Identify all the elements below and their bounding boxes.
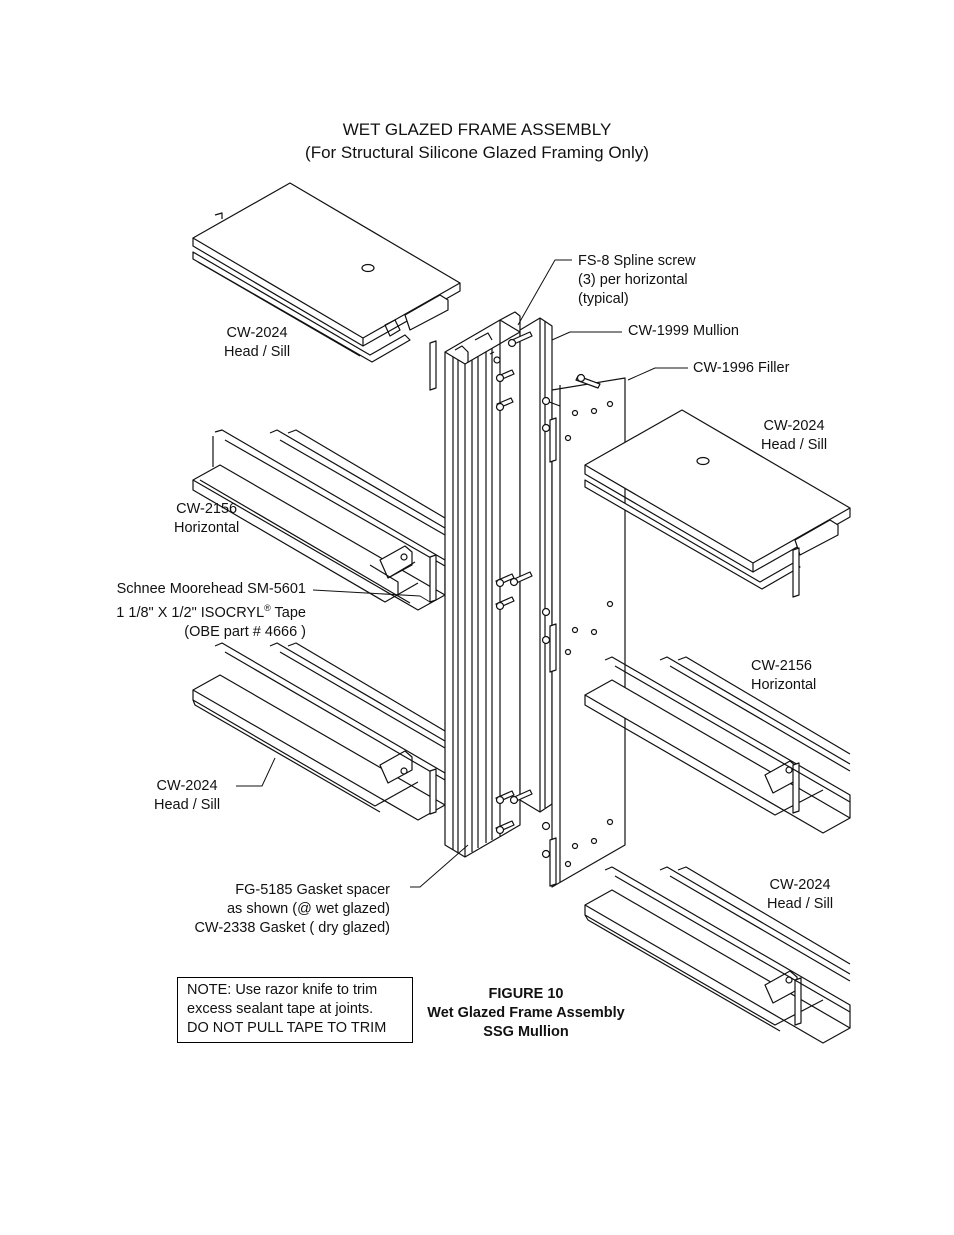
- part-horizontal-right: [584, 656, 851, 834]
- tape-strip-2: [429, 554, 437, 603]
- label-spline-screw: FS-8 Spline screw (3) per horizontal (ty…: [578, 253, 696, 307]
- spline-screws: [489, 331, 601, 859]
- tape-strip-3: [429, 768, 437, 815]
- figure-subtitle: SSG Mullion: [483, 1024, 569, 1040]
- part-mullion: [444, 311, 521, 858]
- note-box: NOTE: Use razor knife to trim excess sea…: [177, 977, 413, 1043]
- title-line-2: (For Structural Silicone Glazed Framing …: [305, 143, 649, 162]
- figure-title: Wet Glazed Frame Assembly: [427, 1005, 625, 1021]
- leader-lines: [236, 259, 688, 888]
- label-head-sill-bottom-right: CW-2024 Head / Sill: [767, 877, 834, 912]
- label-head-sill-bottom-left: CW-2024 Head / Sill: [154, 778, 221, 813]
- label-filler: CW-1996 Filler: [693, 360, 790, 376]
- label-tape: Schnee Moorehead SM-5601 1 1/8" X 1/2" I…: [116, 581, 306, 640]
- label-horizontal-left: CW-2156 Horizontal: [174, 501, 240, 536]
- label-mullion: CW-1999 Mullion: [628, 323, 739, 339]
- part-horizontal-left: [192, 429, 446, 611]
- label-gasket: FG-5185 Gasket spacer as shown (@ wet gl…: [194, 882, 390, 936]
- note-line-1: NOTE: Use razor knife to trim: [187, 982, 378, 998]
- label-head-sill-top-left: CW-2024 Head / Sill: [224, 325, 291, 360]
- note-line-3: DO NOT PULL TAPE TO TRIM: [187, 1020, 387, 1036]
- label-horizontal-right: CW-2156 Horizontal: [751, 658, 817, 693]
- part-head-sill-bottom-right: [584, 866, 851, 1044]
- part-head-sill-top-left: [192, 182, 461, 363]
- part-filler: [519, 317, 626, 888]
- part-head-sill-top-right: [584, 409, 851, 598]
- part-head-sill-bottom-left: [192, 642, 446, 821]
- figure-number: FIGURE 10: [488, 986, 564, 1002]
- tape-strip-1: [429, 340, 437, 391]
- diagram-title: WET GLAZED FRAME ASSEMBLY (For Structura…: [0, 118, 954, 164]
- tape-strips-right: [549, 417, 557, 887]
- title-line-1: WET GLAZED FRAME ASSEMBLY: [342, 120, 612, 139]
- label-head-sill-top-right: CW-2024 Head / Sill: [761, 418, 828, 453]
- figure-caption: FIGURE 10 Wet Glazed Frame Assembly SSG …: [410, 985, 642, 1042]
- note-line-2: excess sealant tape at joints.: [187, 1001, 374, 1017]
